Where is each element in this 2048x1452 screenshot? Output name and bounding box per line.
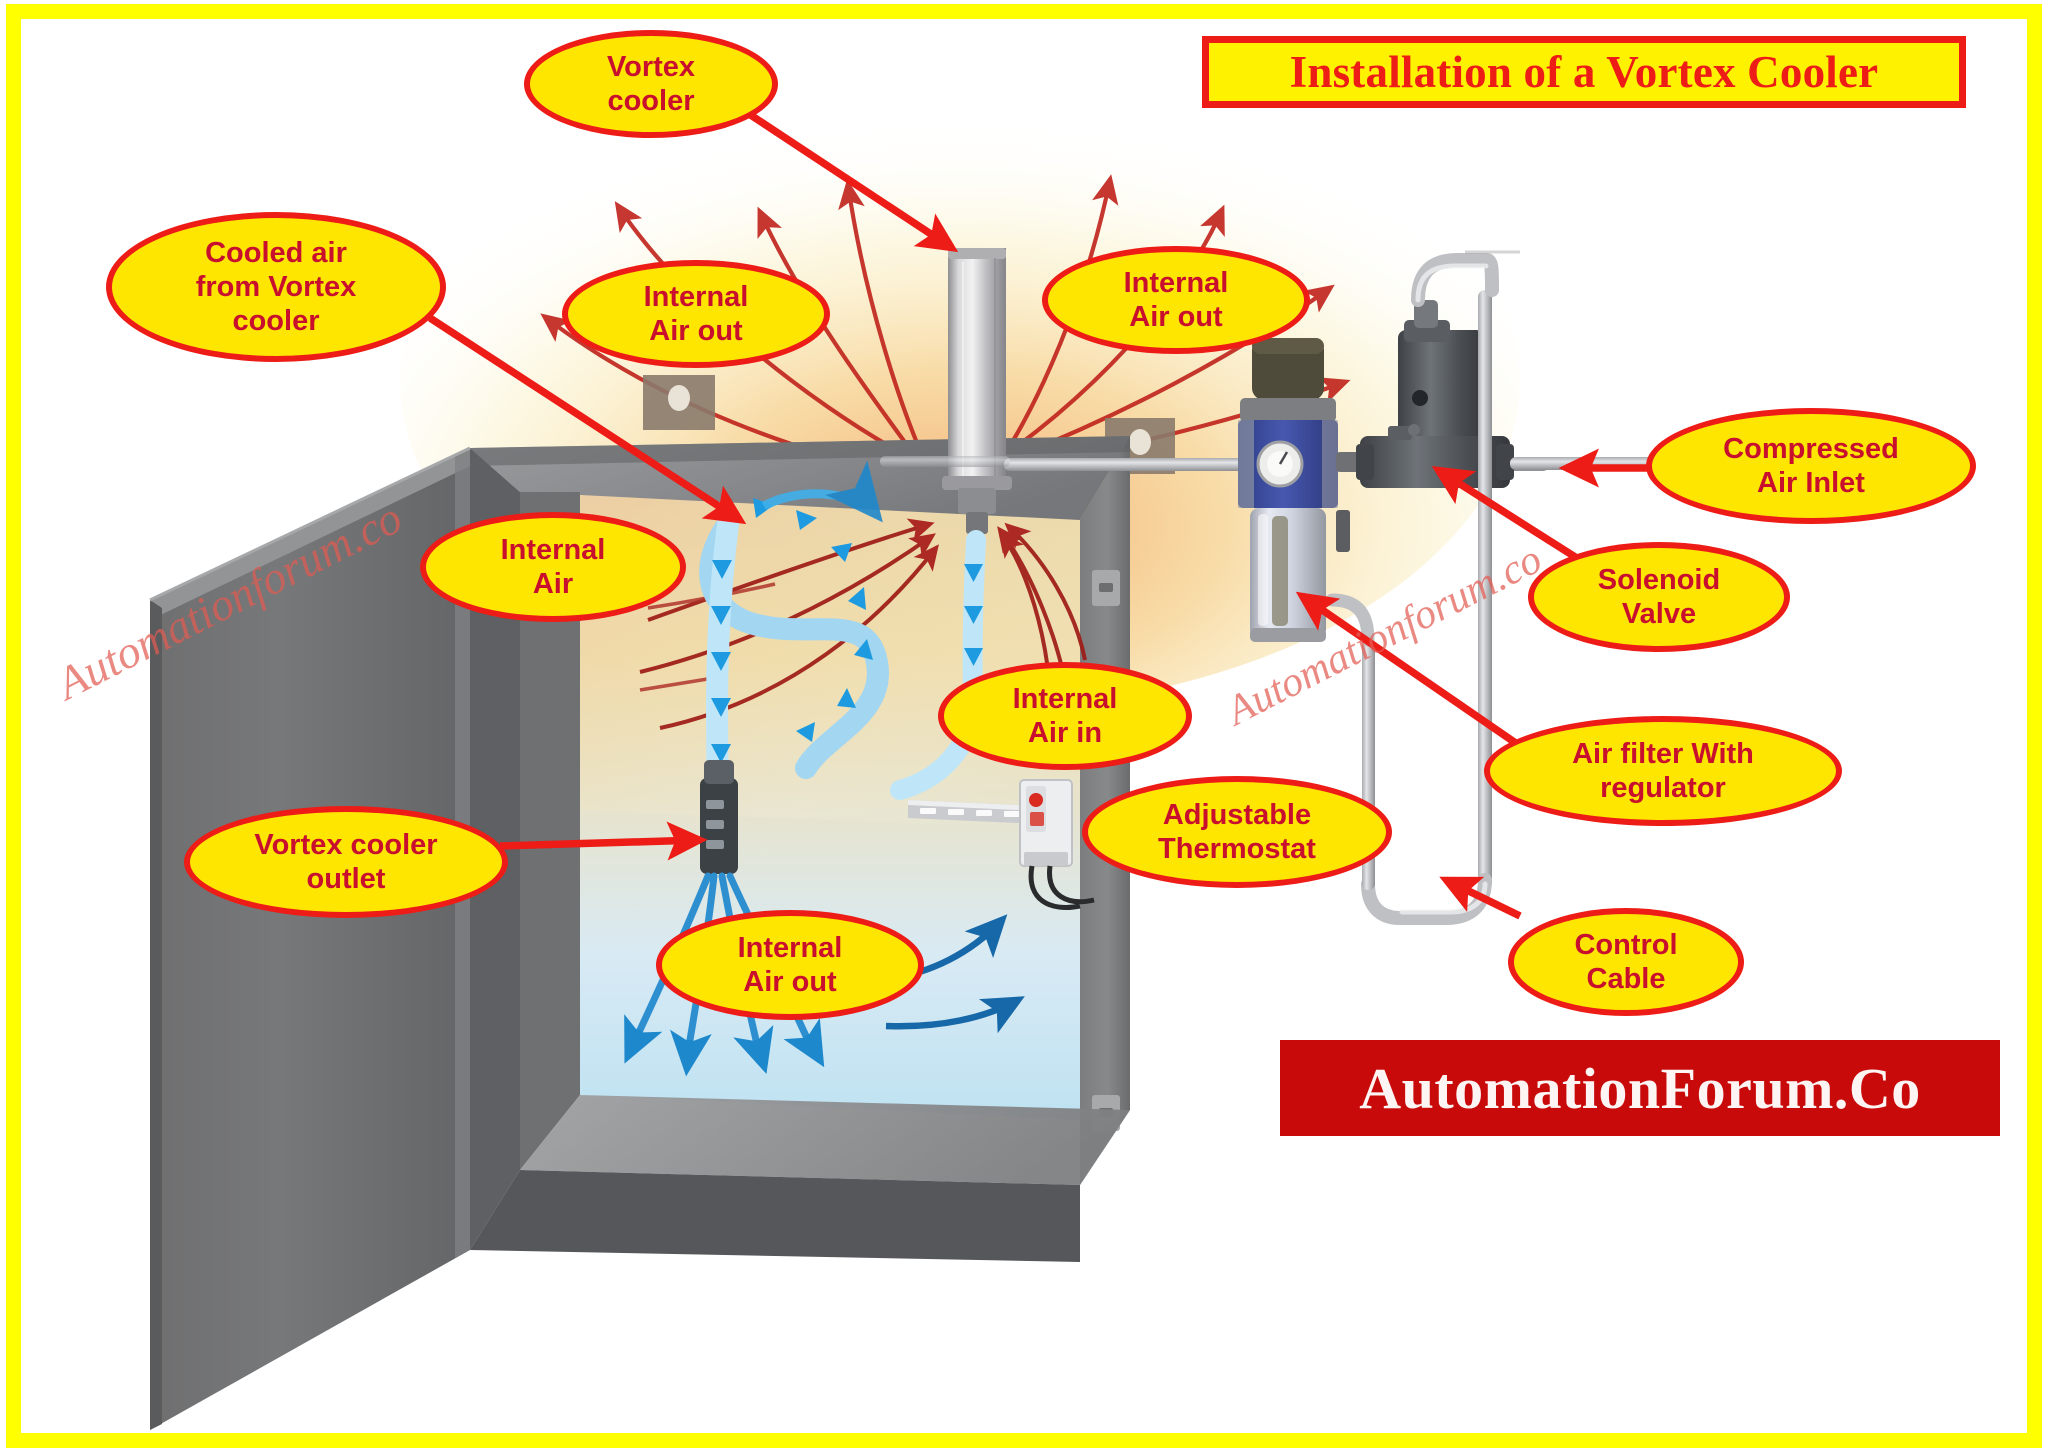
callout-compressed-air-inlet-label: Compressed Air Inlet [1723, 432, 1899, 499]
thermostat-module-art [1019, 779, 1095, 910]
callout-vortex-cooler-outlet[interactable]: Vortex cooler outlet [184, 806, 508, 918]
callout-internal-air-out-bottom-label: Internal Air out [737, 931, 843, 998]
supply-piping-art [1325, 253, 1670, 925]
callout-cooled-air-label: Cooled air from Vortex cooler [195, 236, 357, 338]
callout-internal-air-out-right[interactable]: Internal Air out [1042, 246, 1310, 354]
callout-adjustable-thermostat-label: Adjustable Thermostat [1158, 798, 1316, 865]
callout-air-filter-with-regulator[interactable]: Air filter With regulator [1484, 716, 1842, 826]
callout-internal-air-out-left[interactable]: Internal Air out [562, 260, 830, 368]
diagram-title-plate: Installation of a Vortex Cooler [1202, 36, 1966, 108]
flexible-hose-art [699, 460, 986, 801]
din-rail-art [908, 800, 1040, 824]
callout-internal-air-out-bottom[interactable]: Internal Air out [656, 910, 924, 1020]
callout-vortex-cooler-label: Vortex cooler [606, 50, 696, 117]
callout-control-cable-label: Control Cable [1574, 928, 1678, 995]
callout-cooled-air-from-vortex-cooler[interactable]: Cooled air from Vortex cooler [106, 212, 446, 362]
leader-cooled-air [427, 314, 747, 525]
callout-internal-air-out-left-label: Internal Air out [643, 280, 749, 347]
leader-solenoid-valve [1431, 465, 1583, 564]
air-filter-regulator-art [1238, 338, 1362, 642]
leader-vortex-outlet [499, 821, 708, 861]
callout-adjustable-thermostat[interactable]: Adjustable Thermostat [1082, 776, 1392, 888]
leader-vortex-cooler [737, 104, 959, 253]
leader-control-cable [1439, 876, 1522, 920]
callout-internal-air-label: Internal Air [500, 533, 606, 600]
brand-logo-text: AutomationForum.Co [1359, 1055, 1921, 1121]
callout-air-filter-label: Air filter With regulator [1572, 737, 1754, 804]
callout-internal-air[interactable]: Internal Air [420, 512, 686, 622]
enclosure-door-panel [150, 448, 470, 1430]
callout-internal-air-out-right-label: Internal Air out [1123, 266, 1229, 333]
callout-vortex-cooler-outlet-label: Vortex cooler outlet [254, 828, 438, 895]
callout-internal-air-in[interactable]: Internal Air in [938, 662, 1192, 770]
callout-internal-air-in-label: Internal Air in [1012, 682, 1118, 749]
callout-solenoid-valve[interactable]: Solenoid Valve [1528, 542, 1790, 652]
leader-air-filter [1295, 591, 1523, 750]
callout-solenoid-valve-label: Solenoid Valve [1597, 563, 1721, 630]
callout-compressed-air-inlet[interactable]: Compressed Air Inlet [1646, 408, 1976, 524]
callout-vortex-cooler[interactable]: Vortex cooler [524, 30, 778, 138]
brand-logo-bar: AutomationForum.Co [1280, 1040, 2000, 1136]
solenoid-valve-art [1356, 300, 1514, 488]
vortex-cooler-tube-art [942, 248, 1012, 534]
page-title: Installation of a Vortex Cooler [1289, 47, 1879, 97]
callout-control-cable[interactable]: Control Cable [1508, 908, 1744, 1016]
